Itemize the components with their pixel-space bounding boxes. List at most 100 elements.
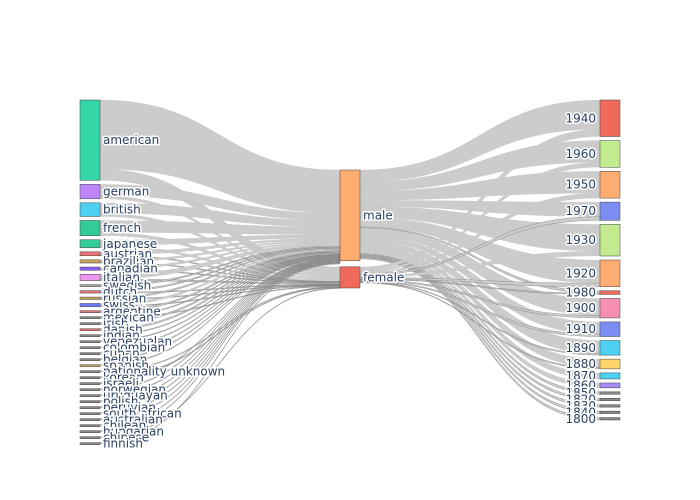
node-1920[interactable] bbox=[599, 259, 621, 288]
node-label-japanese: japanese bbox=[102, 237, 157, 251]
node-australian[interactable] bbox=[79, 418, 101, 421]
node-label-uruguayan: uruguayan bbox=[103, 389, 168, 403]
node-1940[interactable] bbox=[599, 99, 621, 137]
node-1910[interactable] bbox=[599, 321, 621, 337]
node-hungarian[interactable] bbox=[79, 430, 101, 433]
node-1830[interactable] bbox=[599, 404, 621, 408]
node-uruguayan[interactable] bbox=[79, 394, 101, 397]
node-label-1980: 1980 bbox=[565, 286, 596, 300]
node-label-argentine: argentine bbox=[103, 305, 161, 319]
node-label-french: french bbox=[103, 221, 141, 235]
node-cuban[interactable] bbox=[79, 352, 101, 355]
node-brazilian[interactable] bbox=[79, 259, 101, 264]
node-label-danish: danish bbox=[103, 323, 143, 337]
node-label-israeli: israeli bbox=[103, 377, 139, 391]
node-swedish[interactable] bbox=[79, 284, 101, 287]
node-german[interactable] bbox=[79, 184, 101, 200]
node-1860[interactable] bbox=[599, 382, 621, 389]
node-austrian[interactable] bbox=[79, 251, 101, 257]
node-russian[interactable] bbox=[79, 296, 101, 300]
node-label-german: german bbox=[103, 185, 149, 199]
node-label-female: female bbox=[363, 270, 404, 284]
node-label-1870: 1870 bbox=[565, 369, 596, 383]
node-label-swedish: swedish bbox=[103, 279, 151, 293]
node-japanese[interactable] bbox=[79, 239, 101, 249]
node-french[interactable] bbox=[79, 220, 101, 237]
node-south-african[interactable] bbox=[79, 412, 101, 415]
node-label-swiss: swiss bbox=[103, 298, 135, 312]
node-label-chinese: chinese bbox=[103, 431, 149, 445]
node-label-colombian: colombian bbox=[103, 341, 165, 355]
node-1980[interactable] bbox=[599, 290, 621, 295]
node-belgian[interactable] bbox=[79, 358, 101, 361]
node-label-chilean: chilean bbox=[103, 419, 146, 433]
node-korean[interactable] bbox=[79, 376, 101, 379]
node-1850[interactable] bbox=[599, 391, 621, 395]
node-colombian[interactable] bbox=[79, 346, 101, 349]
node-canadian[interactable] bbox=[79, 266, 101, 271]
node-indian[interactable] bbox=[79, 334, 101, 337]
node-dutch[interactable] bbox=[79, 290, 101, 294]
node-1960[interactable] bbox=[599, 140, 621, 168]
node-1840[interactable] bbox=[599, 410, 621, 414]
node-american[interactable] bbox=[79, 99, 101, 181]
node-label-1820: 1820 bbox=[565, 392, 596, 406]
node-mexican[interactable] bbox=[79, 316, 101, 319]
node-label-dutch: dutch bbox=[103, 285, 137, 299]
node-label-peruvian: peruvian bbox=[103, 401, 156, 415]
node-female[interactable] bbox=[339, 266, 361, 289]
node-norwegian[interactable] bbox=[79, 388, 101, 391]
node-label-1940: 1940 bbox=[565, 111, 596, 125]
node-israeli[interactable] bbox=[79, 382, 101, 385]
node-label-brazilian: brazilian bbox=[103, 254, 154, 268]
node-spanish[interactable] bbox=[79, 364, 101, 367]
node-italian[interactable] bbox=[79, 273, 101, 281]
node-1970[interactable] bbox=[599, 201, 621, 221]
node-1870[interactable] bbox=[599, 372, 621, 380]
node-irish[interactable] bbox=[79, 322, 101, 325]
node-polish[interactable] bbox=[79, 400, 101, 403]
node-label-1920: 1920 bbox=[565, 266, 596, 280]
node-label-nationality-unknown: nationality unknown bbox=[103, 365, 225, 379]
node-label-finnish: finnish bbox=[103, 437, 143, 451]
node-1900[interactable] bbox=[599, 298, 621, 319]
node-finnish[interactable] bbox=[79, 442, 101, 445]
node-label-russian: russian bbox=[103, 291, 146, 305]
node-label-venezuelan: venezuelan bbox=[103, 335, 172, 349]
node-peruvian[interactable] bbox=[79, 406, 101, 409]
node-argentine[interactable] bbox=[79, 310, 101, 313]
sankey-links bbox=[99, 99, 601, 444]
node-chinese[interactable] bbox=[79, 436, 101, 439]
node-label-belgian: belgian bbox=[103, 353, 147, 367]
node-1800[interactable] bbox=[599, 417, 621, 421]
node-nationality-unknown[interactable] bbox=[79, 370, 101, 373]
node-label-1800: 1800 bbox=[565, 412, 596, 426]
node-label-1960: 1960 bbox=[565, 147, 596, 161]
node-label-irish: irish bbox=[103, 317, 128, 331]
node-label-american: american bbox=[103, 133, 159, 147]
node-1950[interactable] bbox=[599, 171, 621, 199]
node-label-1850: 1850 bbox=[565, 386, 596, 400]
node-1890[interactable] bbox=[599, 340, 621, 356]
node-male[interactable] bbox=[339, 169, 361, 262]
node-label-spanish: spanish bbox=[103, 359, 149, 373]
node-label-1830: 1830 bbox=[565, 399, 596, 413]
node-label-1840: 1840 bbox=[565, 405, 596, 419]
node-1930[interactable] bbox=[599, 224, 621, 257]
node-label-austrian: austrian bbox=[103, 247, 152, 261]
node-1820[interactable] bbox=[599, 398, 621, 401]
node-venezuelan[interactable] bbox=[79, 340, 101, 343]
node-label-1860: 1860 bbox=[565, 378, 596, 392]
node-label-british: british bbox=[103, 203, 141, 217]
node-chilean[interactable] bbox=[79, 424, 101, 427]
node-danish[interactable] bbox=[79, 328, 101, 331]
node-label-1900: 1900 bbox=[565, 301, 596, 315]
node-label-1930: 1930 bbox=[565, 233, 596, 247]
node-label-mexican: mexican bbox=[103, 311, 154, 325]
node-swiss[interactable] bbox=[79, 303, 101, 307]
node-british[interactable] bbox=[79, 202, 101, 217]
node-1880[interactable] bbox=[599, 358, 621, 370]
node-label-italian: italian bbox=[103, 270, 140, 284]
node-label-1950: 1950 bbox=[565, 178, 596, 192]
